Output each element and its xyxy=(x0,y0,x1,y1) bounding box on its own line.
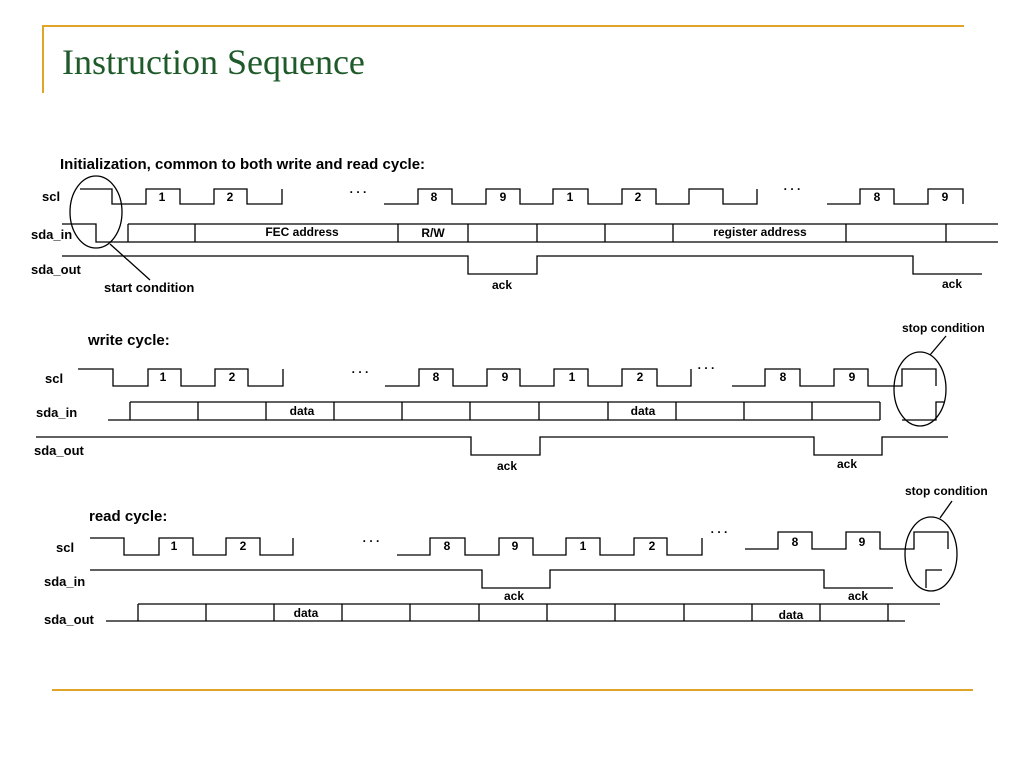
write-sda-out-waveform xyxy=(36,436,948,456)
init-signal-label-sda-in: sda_in xyxy=(31,227,72,242)
read-ellipsis-1: . . . xyxy=(363,531,380,545)
write-signal-label-sda-in: sda_in xyxy=(36,405,77,420)
bottom-rule xyxy=(52,689,973,691)
init-ellipsis-2: . . . xyxy=(784,179,801,193)
init-scl-bit-2b: 2 xyxy=(635,190,642,204)
init-scl-bit-8b: 8 xyxy=(874,190,881,204)
read-section xyxy=(90,500,958,622)
top-rule xyxy=(42,25,964,27)
read-signal-label-scl: scl xyxy=(56,540,74,555)
write-scl-bit-8b: 8 xyxy=(780,370,787,384)
init-signal-label-scl: scl xyxy=(42,189,60,204)
write-sda-in-waveform xyxy=(108,401,945,421)
read-heading: read cycle: xyxy=(89,508,167,525)
write-stop-condition-marker xyxy=(893,351,947,427)
init-scl-bit-8: 8 xyxy=(431,190,438,204)
read-stop-condition-pointer xyxy=(939,500,953,519)
read-data-label-2: data xyxy=(779,608,804,622)
write-data-label-1: data xyxy=(290,404,315,418)
init-scl-bit-1: 1 xyxy=(159,190,166,204)
init-section xyxy=(62,175,998,281)
start-condition-marker xyxy=(69,175,123,249)
write-ack-1: ack xyxy=(497,459,517,473)
write-scl-bit-9: 9 xyxy=(502,370,509,384)
read-scl-bit-8b: 8 xyxy=(792,535,799,549)
read-scl-bit-9b: 9 xyxy=(859,535,866,549)
side-rule xyxy=(42,25,44,93)
init-sda-out-waveform xyxy=(62,255,982,275)
init-scl-bit-2: 2 xyxy=(227,190,234,204)
read-signal-label-sda-in: sda_in xyxy=(44,574,85,589)
slide-title: Instruction Sequence xyxy=(62,42,365,82)
read-ack-2: ack xyxy=(848,589,868,603)
write-ack-2: ack xyxy=(837,457,857,471)
write-scl-bit-9b: 9 xyxy=(849,370,856,384)
fec-address-label: FEC address xyxy=(265,225,339,239)
start-condition-label: start condition xyxy=(104,280,194,295)
write-scl-bit-1b: 1 xyxy=(569,370,576,384)
init-ack-2: ack xyxy=(942,277,962,291)
write-ellipsis-1: . . . xyxy=(352,362,369,376)
init-heading: Initialization, common to both write and… xyxy=(60,156,425,173)
write-scl-bit-1: 1 xyxy=(160,370,167,384)
read-scl-bit-1b: 1 xyxy=(580,539,587,553)
read-scl-bit-2: 2 xyxy=(240,539,247,553)
init-scl-bit-9: 9 xyxy=(500,190,507,204)
rw-label: R/W xyxy=(421,226,445,240)
write-signal-label-sda-out: sda_out xyxy=(34,443,85,458)
init-sda-in-waveform xyxy=(62,223,998,243)
write-ellipsis-2: . . . xyxy=(698,358,715,372)
read-scl-bit-9: 9 xyxy=(512,539,519,553)
write-section xyxy=(36,335,948,456)
read-ack-1: ack xyxy=(504,589,524,603)
read-stop-condition-label: stop condition xyxy=(905,484,988,498)
read-scl-bit-1: 1 xyxy=(171,539,178,553)
read-stop-condition-marker xyxy=(904,516,958,592)
read-scl-bit-8: 8 xyxy=(444,539,451,553)
init-scl-bit-9b: 9 xyxy=(942,190,949,204)
read-scl-waveform xyxy=(90,531,949,556)
init-ack-1: ack xyxy=(492,278,512,292)
write-scl-bit-2b: 2 xyxy=(637,370,644,384)
read-signal-label-sda-out: sda_out xyxy=(44,612,95,627)
init-ellipsis-1: . . . xyxy=(350,182,367,196)
write-stop-condition-pointer xyxy=(929,335,947,356)
write-scl-bit-2: 2 xyxy=(229,370,236,384)
start-condition-pointer xyxy=(109,243,151,281)
read-data-label-1: data xyxy=(294,606,319,620)
write-heading: write cycle: xyxy=(87,332,170,349)
write-stop-condition-label: stop condition xyxy=(902,321,985,335)
write-data-label-2: data xyxy=(631,404,656,418)
init-scl-bit-1b: 1 xyxy=(567,190,574,204)
init-scl-waveform xyxy=(80,188,964,205)
write-scl-waveform xyxy=(78,368,937,387)
register-address-label: register address xyxy=(713,225,807,239)
read-sda-out-waveform xyxy=(106,603,940,622)
write-scl-bit-8: 8 xyxy=(433,370,440,384)
read-sda-in-waveform xyxy=(90,569,942,589)
write-signal-label-scl: scl xyxy=(45,371,63,386)
init-signal-label-sda-out: sda_out xyxy=(31,262,82,277)
read-scl-bit-2b: 2 xyxy=(649,539,656,553)
read-ellipsis-2: . . . xyxy=(711,522,728,536)
